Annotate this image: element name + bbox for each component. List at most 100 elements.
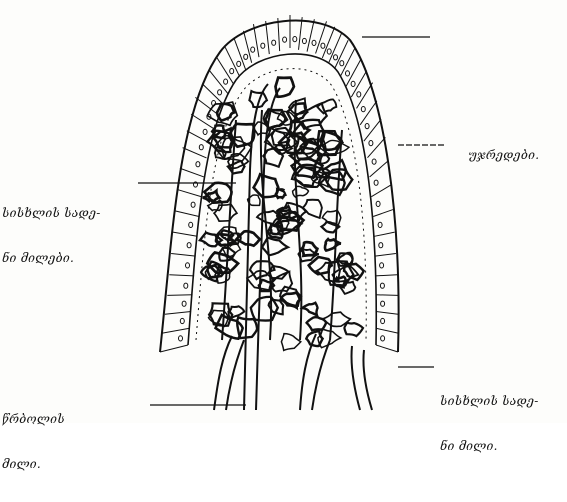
cell-wall [375, 253, 396, 256]
capillary-loop [344, 323, 363, 336]
cell-nucleus [186, 263, 190, 268]
cell-nucleus [312, 40, 316, 45]
cell-wall [376, 345, 398, 352]
cell-nucleus [182, 301, 186, 306]
label-capillaries-left-line2: ნი მილები. [2, 251, 101, 266]
cell-wall [376, 295, 398, 296]
capillary-loop [307, 317, 327, 330]
cell-nucleus [251, 47, 255, 52]
basal-vessels [214, 334, 372, 410]
cell-wall [180, 168, 204, 177]
capillary-loop [303, 200, 322, 218]
label-capillaries-left: სისხლის სადე- ნი მილები. [2, 176, 101, 296]
cell-nucleus [369, 141, 373, 146]
cell-nucleus [378, 222, 382, 227]
cell-wall [376, 275, 398, 276]
cell-nucleus [187, 243, 191, 248]
cell-wall [374, 232, 394, 236]
capillary-loop [214, 204, 237, 221]
villus-outer-wall [160, 21, 399, 352]
cell-nucleus [381, 336, 385, 341]
cell-wall [173, 232, 197, 236]
cell-nucleus [203, 129, 207, 134]
cell-wall [346, 60, 361, 87]
cell-nucleus [380, 283, 384, 288]
cell-nucleus [379, 243, 383, 248]
cell-wall [376, 328, 398, 333]
capillary-loop [319, 172, 345, 195]
cell-nucleus [244, 54, 248, 59]
capillary-loop [271, 272, 292, 292]
cell-nucleus [374, 180, 378, 185]
cell-nucleus [361, 107, 365, 112]
cell-nucleus [283, 37, 287, 42]
cell-nucleus [218, 90, 222, 95]
capillary-loop [276, 78, 294, 97]
cell-wall [373, 210, 393, 217]
cell-wall [171, 253, 195, 256]
cell-wall [360, 101, 377, 125]
cell-nucleus [272, 40, 276, 45]
cell-wall [371, 185, 390, 197]
cell-nucleus [191, 202, 195, 207]
label-capillaries-right-line2: ნი მილი. [440, 439, 539, 454]
cell-nucleus [346, 71, 350, 76]
cell-wall [160, 345, 188, 352]
cell-nucleus [179, 336, 183, 341]
cell-nucleus [381, 301, 385, 306]
capillary-loop [302, 303, 317, 316]
capillary-trunk [330, 130, 342, 340]
cell-nucleus [189, 222, 193, 227]
cell-nucleus [261, 43, 265, 48]
label-capillaries-right-line1: სისხლის სადე- [440, 394, 539, 409]
cell-wall [167, 295, 192, 296]
cell-nucleus [180, 318, 184, 323]
cell-nucleus [199, 145, 203, 150]
capillary-loop [293, 186, 309, 197]
label-capillaries-left-line1: სისხლის სადე- [2, 206, 101, 221]
cell-wall [234, 39, 245, 69]
capillary-loop [338, 253, 352, 266]
cell-wall [177, 190, 201, 197]
cell-wall [217, 58, 234, 85]
cell-wall [266, 21, 270, 54]
cell-nucleus [321, 43, 325, 48]
cell-wall [357, 83, 373, 109]
cell-nucleus [372, 159, 376, 164]
cell-nucleus [376, 201, 380, 206]
capillary-loop [262, 238, 288, 256]
cell-wall [376, 312, 398, 315]
capillary-loop [281, 334, 300, 351]
cell-nucleus [334, 55, 338, 60]
cell-nucleus [380, 263, 384, 268]
cell-wall [169, 275, 194, 276]
capillary-network [200, 78, 364, 351]
capillary-loop [251, 297, 278, 321]
cell-nucleus [237, 61, 241, 66]
label-cells: უჯრედები. [452, 133, 539, 178]
villus-diagram: უჯრედები. სისხლის სადე- ნი მილები. სისხლ… [0, 0, 567, 423]
cell-nucleus [327, 49, 331, 54]
cell-wall [364, 119, 381, 141]
cell-wall [299, 17, 303, 50]
cell-wall [316, 21, 327, 53]
cell-wall [278, 18, 280, 51]
cell-nucleus [184, 283, 188, 288]
cell-nucleus [293, 37, 297, 42]
cell-nucleus [381, 318, 385, 323]
cell-nucleus [230, 69, 234, 74]
cell-nucleus [196, 162, 200, 167]
label-lymph-vessel-line1: წრბოლის [2, 412, 65, 427]
label-lymph-vessel-line2: მილი. [2, 457, 65, 472]
cell-wall [351, 71, 366, 98]
label-lymph-vessel: წრბოლის მილი. [2, 382, 65, 502]
capillary-loop [317, 99, 336, 113]
cell-wall [175, 211, 199, 217]
cell-nucleus [365, 124, 369, 129]
cell-nucleus [357, 92, 361, 97]
cell-nucleus [340, 61, 344, 66]
cell-wall [307, 19, 314, 51]
cell-nucleus [351, 81, 355, 86]
cell-nucleus [224, 79, 228, 84]
capillary-loop [325, 239, 341, 250]
